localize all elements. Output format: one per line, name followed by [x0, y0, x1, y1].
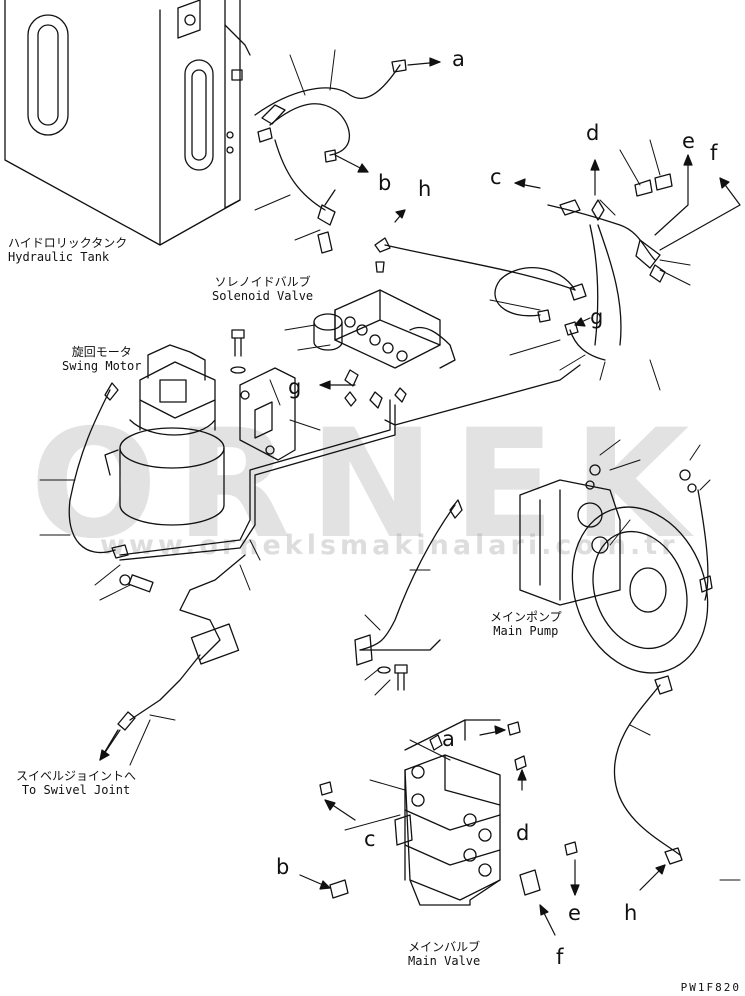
bracket-drawing [230, 329, 296, 461]
connection-letter-c-bottom: c [364, 827, 376, 851]
hydraulic-tank-label-en: Hydraulic Tank [8, 250, 110, 264]
main-pump-label: メインポンプ Main Pump [490, 610, 562, 638]
solenoid-valve-label-en: Solenoid Valve [212, 289, 314, 303]
connection-letter-e-top: e [682, 129, 695, 153]
connection-letter-g-left: g [288, 375, 302, 399]
main-valve-label-en: Main Valve [408, 954, 481, 968]
solenoid-valve-drawing [313, 237, 456, 409]
connection-letter-b-bottom: b [276, 855, 290, 879]
connection-letter-c-top: c [490, 165, 502, 189]
swivel-joint-label: スイベルジョイントへ To Swivel Joint [16, 769, 136, 797]
drawing-code: PW1F820 [680, 981, 741, 994]
swing-motor-lines [68, 382, 396, 761]
main-valve-label-jp: メインバルブ [408, 940, 481, 954]
connection-letter-a-bottom: a [442, 727, 455, 751]
swivel-joint-label-en: To Swivel Joint [21, 783, 131, 797]
right-top-block-lines [384, 173, 673, 426]
main-pump-label-en: Main Pump [493, 624, 559, 638]
connection-letter-f-top: f [710, 141, 718, 165]
main-valve-drawing [319, 719, 578, 906]
hydraulic-tank-label: ハイドロリックタンク Hydraulic Tank [8, 236, 127, 264]
solenoid-valve-label-jp: ソレノイドバルブ [214, 275, 311, 289]
main-valve-label: メインバルブ Main Valve [408, 940, 480, 968]
swing-motor-label-jp: 旋回モータ [71, 345, 132, 359]
swing-motor-label: 旋回モータ Swing Motor [62, 345, 141, 373]
direction-arrows [99, 57, 741, 936]
swing-motor-label-en: Swing Motor [62, 359, 142, 373]
connection-letter-h-bottom: h [624, 901, 638, 925]
main-pump-drawing [519, 464, 709, 674]
connection-letter-g-right: g [590, 305, 604, 329]
swivel-joint-label-jp: スイベルジョイントへ [16, 769, 137, 783]
connection-letter-d-bottom: d [516, 821, 530, 845]
solenoid-valve-label: ソレノイドバルブ Solenoid Valve [212, 275, 313, 303]
watermark-brand: ORNEK [30, 398, 708, 572]
swing-motor-drawing [104, 344, 225, 526]
connection-letter-d-top: d [586, 121, 600, 145]
connection-letter-f-bottom: f [556, 945, 564, 969]
tank-hoses [254, 59, 407, 254]
connection-letter-a-top: a [452, 47, 465, 71]
main-pump-label-jp: メインポンプ [490, 610, 562, 624]
connection-letter-b-top: b [378, 171, 392, 195]
hydraulic-tank-drawing [4, 0, 251, 246]
connection-letter-h-top: h [418, 177, 432, 201]
connection-letter-e-bottom: e [568, 901, 581, 925]
pump-hoses [354, 489, 713, 865]
leader-lines [39, 49, 741, 881]
hydraulic-tank-label-jp: ハイドロリックタンク [8, 236, 128, 250]
